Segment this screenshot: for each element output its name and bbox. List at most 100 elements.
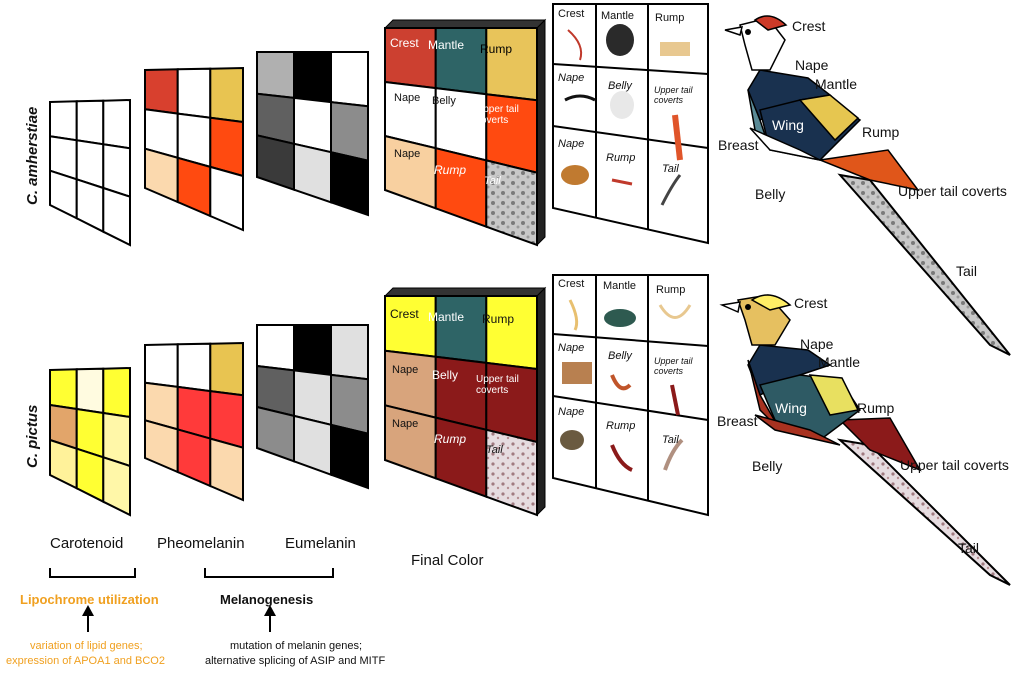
photo-bottom-belly: Belly [608,350,632,362]
final-bottom-nape-2: Nape [392,418,419,430]
pigment-grids [49,18,547,517]
lipochrome-note-1: variation of lipid genes; [30,640,143,652]
final-bottom-crest: Crest [390,307,419,321]
final-top-rump: Rump [480,42,513,56]
photo-top-rump-2: Rump [606,152,636,164]
pictus-eumelanin-cell [256,324,295,372]
pictus-pheomelanin-cell [176,342,212,393]
bird1-rump: Rump [862,124,900,140]
pictus-final-cell [384,295,437,358]
bird2-wing: Wing [775,400,807,416]
photo-top-tail: Tail [662,163,679,175]
column-label-final-color: Final Color [411,552,484,569]
final-top-nape: Nape [394,92,421,104]
pictus-eumelanin-cell [330,373,369,435]
bird2-nape: Nape [800,336,834,352]
final-grid-side-edge [536,286,546,517]
final-bottom-nape: Nape [392,364,419,376]
bird-pictus [719,294,1011,586]
bird1-wing: Wing [772,117,804,133]
amherstiae-eumelanin-cell [330,51,369,108]
amherstiae-final-cell [384,134,437,210]
final-top-mantle: Mantle [428,38,465,52]
species-label-pictus: C. pictus [24,404,41,468]
pictus-carotenoid-cell [75,367,105,415]
final-grid-side-edge [536,18,546,247]
photo-bottom-mantle: Mantle [603,280,637,292]
pictus-final-cell [485,295,538,371]
pictus-final-cell [434,416,488,499]
amherstiae-eumelanin-cell [293,51,332,104]
amherstiae-carotenoid-cell [102,98,131,150]
bird1-upper-tail-coverts: Upper tail coverts [898,183,1007,199]
pictus-eumelanin-cell [330,423,369,490]
photo-top-belly: Belly [608,80,632,92]
photo-top-crest: Crest [558,8,585,20]
photo-bottom-rump-2: Rump [606,420,636,432]
pictus-eumelanin-cell [293,414,332,477]
pictus-pheomelanin-cell [176,428,212,488]
pictus-eumelanin-cell [330,324,369,381]
amherstiae-final-cell [434,146,488,229]
column-label-eumelanin: Eumelanin [285,535,356,552]
amherstiae-carotenoid-cell [102,186,131,247]
final-bottom-belly: Belly [432,368,459,382]
final-top-belly: Belly [432,95,456,107]
amherstiae-eumelanin-cell [293,142,332,204]
photo-bottom-rump: Rump [656,284,686,296]
pictus-carotenoid-cell [102,366,131,419]
amherstiae-carotenoid-cell [49,169,78,220]
photo-top-utc: Upper tail coverts [654,85,693,105]
bird2-tail: Tail [958,540,980,556]
photo-top-mantle: Mantle [601,10,635,22]
pictus-final-cell [434,295,488,365]
pictus-carotenoid-grid [49,366,131,517]
pictus-eumelanin-cell [256,405,295,463]
melanogenesis-note-1: mutation of melanin genes; [230,640,363,652]
bird1-breast: Breast [718,137,759,153]
bird1-mantle: Mantle [815,76,858,92]
amherstiae-final-grid [383,18,547,247]
amherstiae-carotenoid-grid [49,98,131,247]
amherstiae-pheomelanin-cell [144,147,179,204]
feather-photo-grid-bottom [552,274,709,517]
pictus-eumelanin-grid [256,324,369,490]
bird2-rump: Rump [857,400,895,416]
photo-bottom-utc: Upper tail coverts [654,356,693,376]
pictus-pheomelanin-cell [209,341,244,397]
final-bottom-tail: Tail [486,444,503,456]
amherstiae-carotenoid-cell [49,100,78,142]
melanogenesis-note-2: alternative splicing of ASIP and MITF [205,655,386,667]
final-top-crest: Crest [390,36,419,50]
bird1-nape: Nape [795,57,829,73]
melanogenesis-label: Melanogenesis [220,592,314,607]
photo-bottom-tail: Tail [662,434,679,446]
amherstiae-pheomelanin-cell [176,156,212,218]
final-grid-top-edge [383,287,547,297]
final-top-upper-tail-coverts: Upper tail coverts [476,104,519,126]
bird2-upper-tail-coverts: Upper tail coverts [900,457,1009,473]
amherstiae-pheomelanin-cell [209,66,244,124]
pictus-carotenoid-cell [49,368,78,411]
bird1-tail: Tail [956,263,978,279]
photo-top-nape: Nape [558,72,585,84]
lipochrome-label: Lipochrome utilization [20,592,159,607]
bird2-crest: Crest [794,295,828,311]
lipochrome-note-2: expression of APOA1 and BCO2 [6,655,165,667]
amherstiae-final-cell [485,159,538,247]
final-top-rump-2: Rump [434,163,467,177]
photo-bottom-nape-2: Nape [558,406,585,418]
amherstiae-eumelanin-cell [330,100,369,162]
bird2-breast: Breast [717,413,758,429]
amherstiae-eumelanin-grid [256,51,369,217]
amherstiae-eumelanin-cell [256,134,295,192]
bird1-belly: Belly [755,186,786,202]
bird-amherstiae [724,15,1011,356]
feather-photo-grid-top [552,3,709,245]
final-bottom-upper-tail-coverts: Upper tail coverts [476,374,519,396]
brackets [49,568,334,632]
amherstiae-pheomelanin-cell [144,68,179,115]
pictus-pheomelanin-grid [144,341,244,502]
